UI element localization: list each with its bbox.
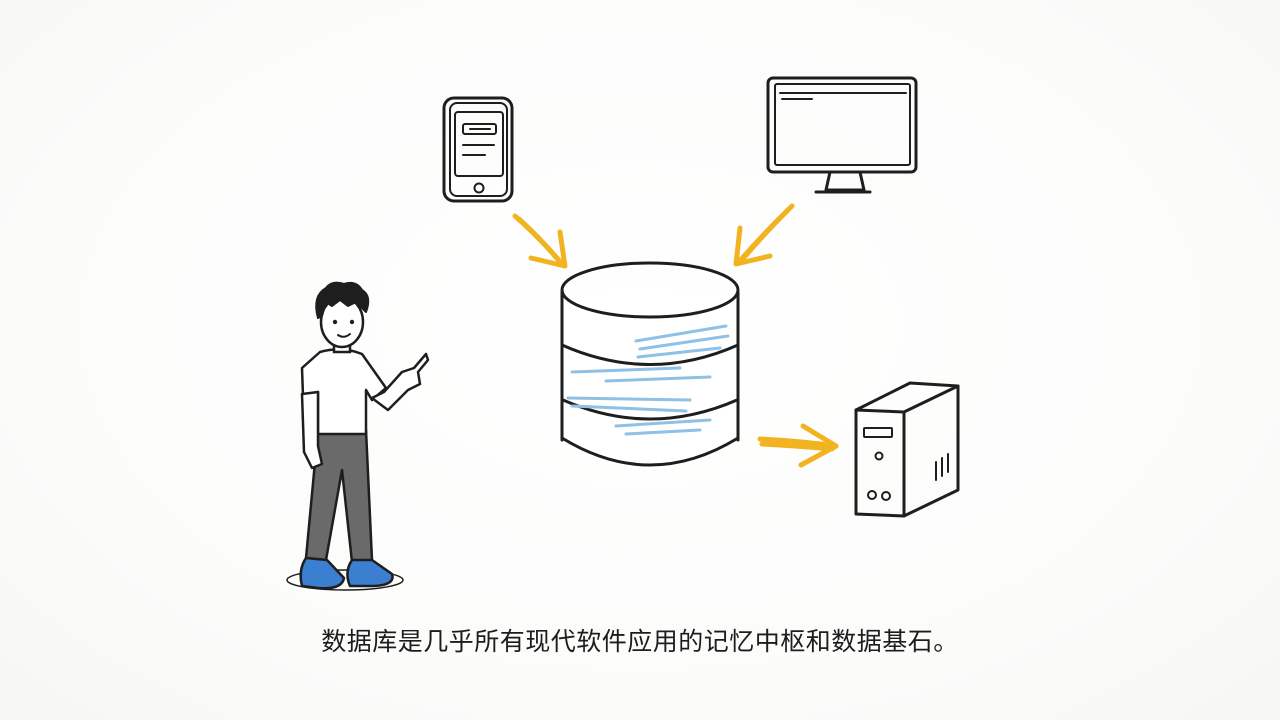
- arrow-phone-to-database: [512, 213, 568, 269]
- smartphone-icon: [442, 96, 514, 203]
- server-tower-icon: [854, 381, 960, 518]
- arrow-database-to-server: [757, 423, 839, 468]
- person-figure: [286, 281, 430, 591]
- database-cylinder-icon: [560, 261, 740, 470]
- arrow-monitor-to-database: [733, 203, 795, 267]
- diagram-caption: 数据库是几乎所有现代软件应用的记忆中枢和数据基石。: [321, 627, 959, 656]
- desktop-monitor-icon: [766, 76, 918, 194]
